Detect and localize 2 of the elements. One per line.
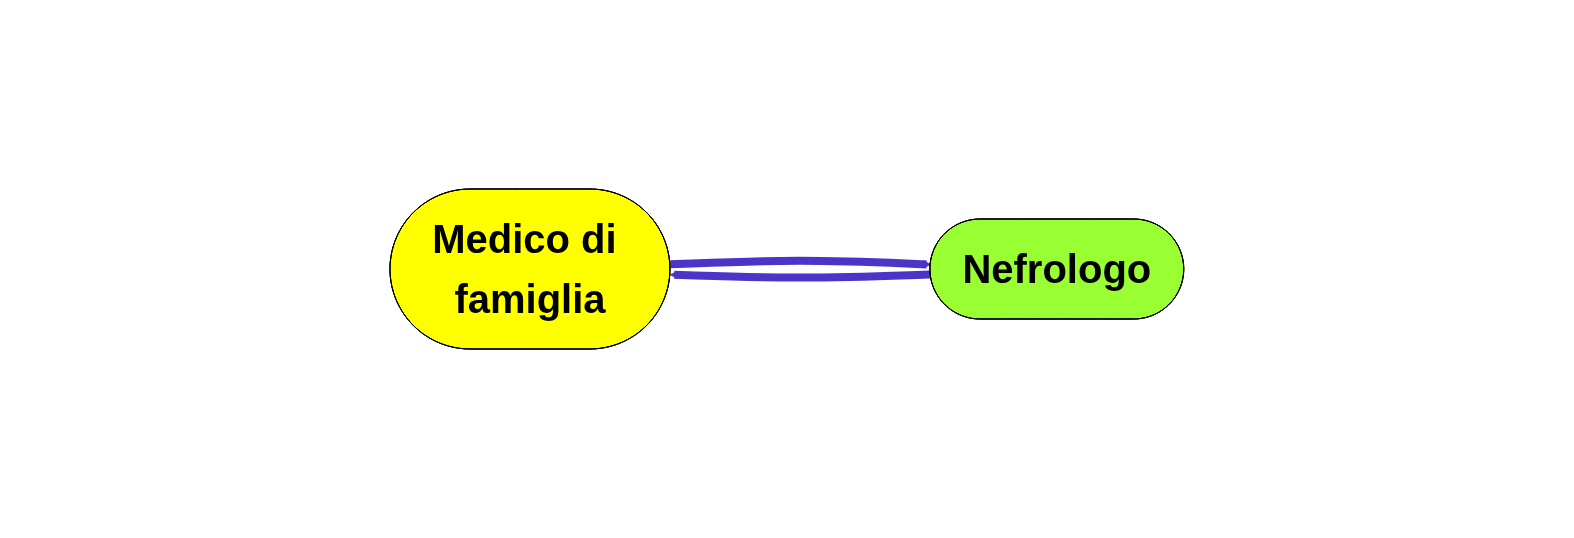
arrow	[670, 256, 932, 269]
arrow	[669, 270, 931, 282]
